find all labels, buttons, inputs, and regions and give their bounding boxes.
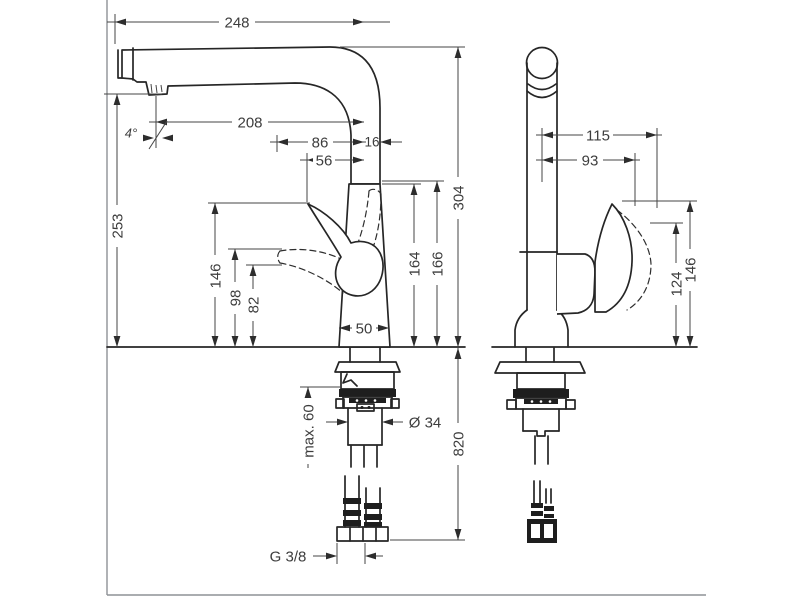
dim-93-label: 93 <box>582 152 599 169</box>
dim-304: 304 <box>340 46 467 347</box>
dim-56-label: 56 <box>316 152 333 169</box>
front-handle-lever <box>594 203 633 313</box>
dim-4deg-label: 4° <box>125 126 137 141</box>
dim-115-label: 115 <box>586 127 610 144</box>
dim-dia34: Ø 34 <box>326 414 441 431</box>
dim-208: 208 <box>149 96 364 148</box>
dim-166-label: 166 <box>429 251 446 276</box>
handle-lever <box>307 203 384 297</box>
side-view-hoses <box>336 445 389 542</box>
dim-124: 124 <box>650 222 685 347</box>
dim-146-side-label: 146 <box>207 263 224 288</box>
body-right-flare <box>556 309 569 348</box>
dim-max60-label: max. 60 <box>300 404 317 457</box>
body-left-flare <box>514 309 528 348</box>
dim-82: 82 <box>245 264 282 347</box>
mounting-nut <box>342 396 393 409</box>
dim-16-label: 16 <box>364 135 379 150</box>
dim-115: 115 <box>536 127 662 208</box>
dim-253: 253 <box>104 93 162 347</box>
dim-820: 820 <box>390 348 467 541</box>
dim-50-label: 50 <box>356 320 373 337</box>
drawing-frame <box>106 0 706 596</box>
dim-56: 56 <box>300 152 364 202</box>
dim-98-label: 98 <box>227 290 244 307</box>
dim-g38: G 3/8 <box>270 543 383 565</box>
aerator-hatching <box>150 83 163 94</box>
dim-50: 50 <box>339 320 389 337</box>
dim-86-label: 86 <box>312 134 329 151</box>
dim-146-front: 146 <box>622 200 699 347</box>
dim-4deg: 4° <box>125 120 173 150</box>
front-view-mounting-hardware <box>494 347 586 437</box>
spout-end-circle <box>525 46 559 80</box>
sleeve-hook-mark <box>342 373 358 387</box>
side-view-mounting-hardware <box>334 347 401 446</box>
spout-outline <box>121 46 381 185</box>
dim-208-label: 208 <box>237 114 262 131</box>
dim-146-side: 146 <box>207 202 310 347</box>
seal-band <box>339 389 396 397</box>
front-handle-boss <box>556 253 596 315</box>
dim-124-label: 124 <box>668 271 685 296</box>
dim-146-front-label: 146 <box>682 257 699 282</box>
front-view-faucet <box>494 46 652 543</box>
dim-98: 98 <box>227 248 282 347</box>
front-view-dimensions: 115 93 124 146 <box>536 127 699 347</box>
spout-underside-arc <box>527 83 557 91</box>
side-view-dimensions: 248 208 86 16 56 <box>104 14 467 565</box>
dim-g38-label: G 3/8 <box>270 548 307 565</box>
spout-tip-face <box>117 49 123 79</box>
dim-820-label: 820 <box>450 431 467 456</box>
dim-248-label: 248 <box>224 14 249 31</box>
base-flange <box>334 361 401 373</box>
front-view-hoses <box>527 435 557 543</box>
dim-86-16: 86 16 <box>270 134 402 152</box>
dim-164-label: 164 <box>406 251 423 276</box>
dim-93: 93 <box>536 152 640 206</box>
dim-166: 166 <box>382 180 446 347</box>
dim-304-label: 304 <box>450 185 467 210</box>
dim-164: 164 <box>382 183 423 347</box>
mount-stud-detail <box>356 403 375 412</box>
dim-248: 248 <box>107 14 390 44</box>
dim-82-label: 82 <box>245 297 262 314</box>
side-view-faucet <box>117 46 401 542</box>
dim-dia34-label: Ø 34 <box>409 414 442 431</box>
dim-253-label: 253 <box>109 213 126 238</box>
dim-max60: max. 60 <box>300 386 341 468</box>
